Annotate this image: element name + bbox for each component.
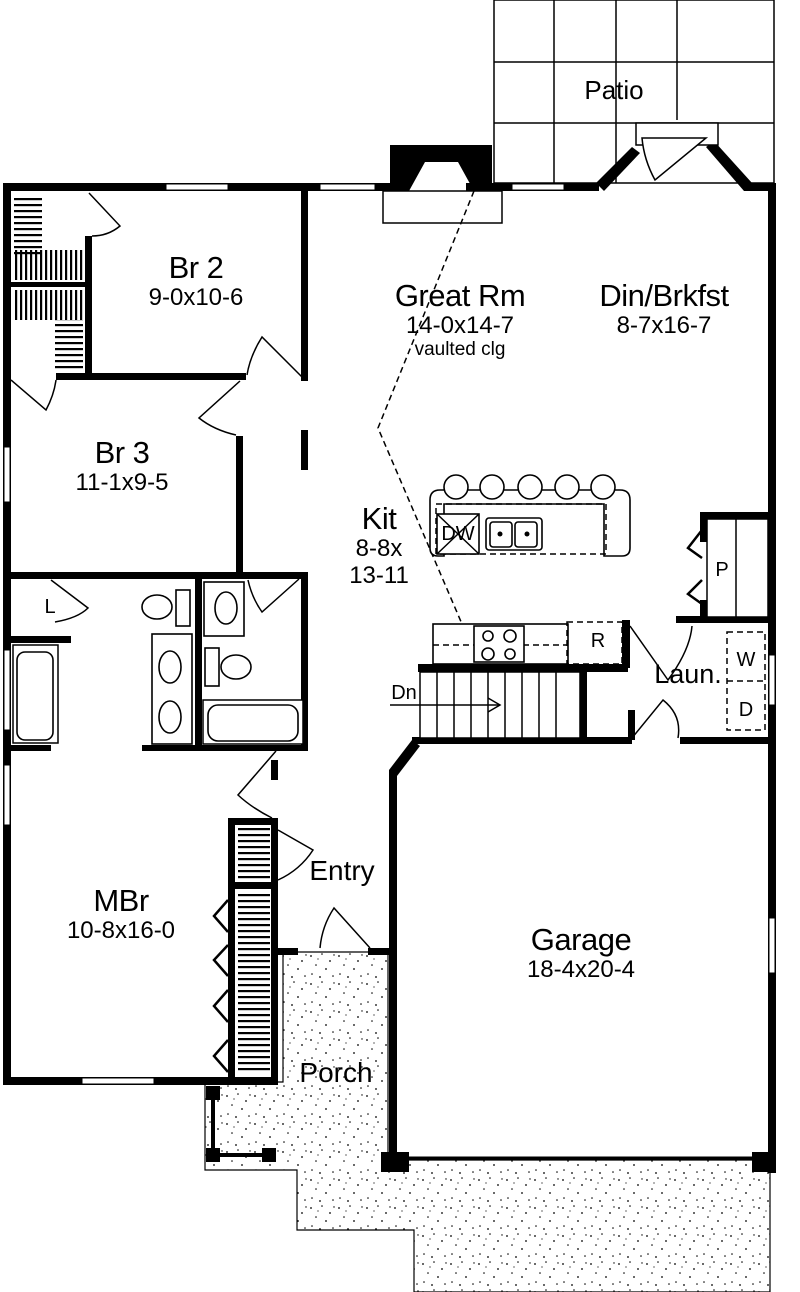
- room-dimensions: 10-8x16-0: [66, 917, 176, 944]
- porch-posts: [206, 1086, 276, 1162]
- kitchen-counter: [432, 621, 623, 665]
- room-name: Porch: [299, 1057, 373, 1088]
- room-label-porch: Porch: [299, 1056, 372, 1087]
- refrigerator-label: R: [590, 630, 606, 652]
- linen-label: L: [44, 596, 56, 618]
- room-name: Entry: [309, 855, 375, 886]
- room-label-br3: Br 3 11-1x9-5: [76, 437, 169, 495]
- room-label-great-rm: Great Rm 14-0x14-7 vaulted clg: [394, 278, 526, 360]
- room-label-laundry: Laun.: [654, 658, 722, 688]
- dryer-label: D: [738, 699, 754, 721]
- room-dimensions: 14-0x14-7: [405, 312, 515, 339]
- room-label-garage: Garage 18-4x20-4: [527, 924, 635, 982]
- room-dimensions: 18-4x20-4: [526, 956, 636, 983]
- bath-fixtures: [12, 581, 304, 745]
- room-label-din-brkfst: Din/Brkfst 8-7x16-7: [599, 278, 729, 339]
- room-name: Kit: [361, 501, 397, 536]
- room-name: Garage: [530, 922, 632, 957]
- room-name: Br 2: [168, 250, 224, 285]
- porch-slab: [204, 951, 771, 1292]
- stairs: [390, 671, 581, 739]
- room-label-entry: Entry: [309, 854, 374, 885]
- vault-line: [377, 190, 475, 653]
- room-name: Br 3: [94, 435, 150, 470]
- room-dimensions: 9-0x10-6: [148, 284, 244, 311]
- kitchen-island: [429, 474, 631, 557]
- room-dimensions: 8-7x16-7: [616, 312, 712, 339]
- room-dimensions: 8-8x: [355, 535, 403, 562]
- room-name: Laun.: [654, 659, 722, 689]
- stairs-down-label: Dn: [391, 682, 417, 704]
- pantry-label: P: [715, 559, 729, 581]
- room-note: vaulted clg: [414, 339, 506, 360]
- windows: [3, 183, 776, 1085]
- room-label-kit: Kit 8-8x 13-11: [349, 503, 409, 588]
- room-label-mbr: MBr 10-8x16-0: [67, 885, 175, 943]
- room-label-br2: Br 2 9-0x10-6: [149, 252, 244, 310]
- room-name: MBr: [93, 883, 149, 918]
- closets: [14, 196, 270, 1073]
- room-name: Din/Brkfst: [599, 278, 729, 313]
- room-label-patio: Patio: [584, 74, 643, 103]
- doors: [10, 192, 693, 949]
- interior-walls: [3, 191, 770, 1085]
- dishwasher-label: DW: [441, 523, 475, 545]
- room-dimensions: 11-1x9-5: [75, 469, 169, 496]
- room-dimensions-cont: 13-11: [349, 562, 409, 589]
- bifold-doors: [212, 529, 703, 1073]
- pantry: [706, 518, 769, 618]
- washer-label: W: [736, 649, 756, 671]
- room-name: Patio: [584, 75, 644, 105]
- room-name: Great Rm: [394, 278, 526, 313]
